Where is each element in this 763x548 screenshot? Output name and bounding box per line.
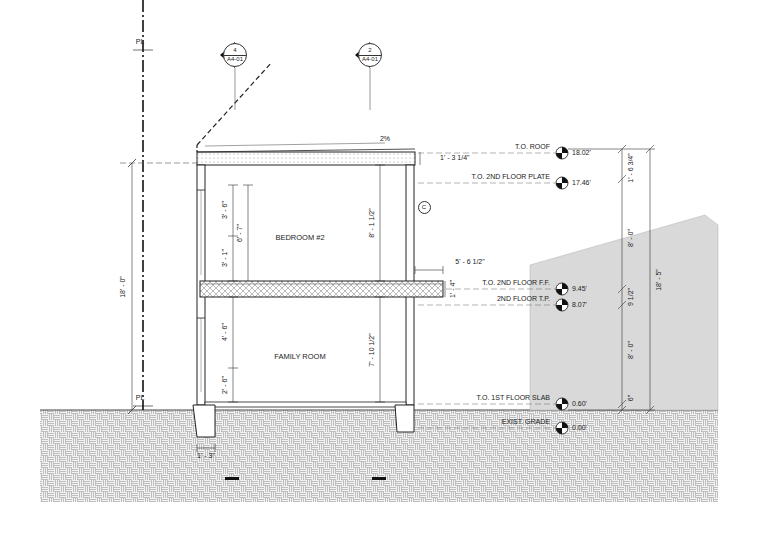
annotation: T.O. ROOF xyxy=(515,143,550,151)
annotation: 1' - 3 1/4" xyxy=(440,154,470,162)
section-marker: 4A4-01 xyxy=(223,43,247,67)
elevation-marker xyxy=(556,398,568,410)
annotation: PL xyxy=(136,38,145,46)
elevation-marker xyxy=(556,177,568,189)
dimension: 3' - 6" xyxy=(221,201,229,219)
marker-text: A4-01 xyxy=(224,56,246,63)
elevation-marker xyxy=(556,147,568,159)
annotation: 1' - 3" xyxy=(197,452,215,460)
annotation: 18.02' xyxy=(572,149,591,157)
dimension: 9 1/2" xyxy=(627,288,635,306)
elevation-marker xyxy=(556,422,568,434)
elevation-marker xyxy=(556,177,568,189)
room-name: FAMILY ROOM xyxy=(274,353,325,361)
dimension: 2' - 6" xyxy=(221,376,229,394)
elevation-marker xyxy=(556,147,568,159)
dimension: 8' - 0" xyxy=(627,341,635,359)
elevation-marker xyxy=(556,398,568,410)
dimension: 1' - 4" xyxy=(449,280,457,298)
marker-text: 4 xyxy=(224,47,246,54)
dimension: 3' - 1" xyxy=(221,249,229,267)
dimension: 8' - 0" xyxy=(627,229,635,247)
section-marker: 2A4-01 xyxy=(358,43,382,67)
annotation: 0.60' xyxy=(572,400,587,408)
marker-text: 2 xyxy=(359,47,381,54)
marker-text: A4-01 xyxy=(359,56,381,63)
dimension: 1' - 6 3/4" xyxy=(627,153,635,183)
annotation: 0.00' xyxy=(572,424,587,432)
annotation: 9.45' xyxy=(572,285,587,293)
elevation-marker xyxy=(556,299,568,311)
annotation: T.O. 2ND FLOOR F.F. xyxy=(482,279,550,287)
annotation: 2ND FLOOR T.P. xyxy=(497,295,550,303)
dimension: 18' - 5" xyxy=(655,269,663,291)
annotation: 8.07' xyxy=(572,301,587,309)
annotation: 5' - 6 1/2" xyxy=(455,258,485,266)
marker-divider xyxy=(359,55,381,56)
annotation: T.O. 2ND FLOOR PLATE xyxy=(472,173,550,181)
elevation-marker xyxy=(556,299,568,311)
annotation: PL xyxy=(136,394,145,402)
dimension: 4' - 6" xyxy=(221,323,229,341)
marker-text: C xyxy=(419,204,430,211)
elevation-marker xyxy=(556,283,568,295)
annotation: 17.46' xyxy=(572,179,591,187)
grid-bubble: C xyxy=(418,201,431,214)
elevation-marker xyxy=(556,283,568,295)
elevation-marker xyxy=(556,422,568,434)
dimension: 6' - 7" xyxy=(236,224,244,242)
marker-divider xyxy=(224,55,246,56)
dimension: 18' - 0" xyxy=(119,276,127,298)
room-name: BEDROOM #2 xyxy=(275,234,324,242)
dimension: 8' - 1 1/2" xyxy=(368,208,376,238)
dimension: 7' - 10 1/2" xyxy=(368,333,376,366)
annotation: EXIST. GRADE xyxy=(502,418,550,426)
dimension: 6" xyxy=(627,395,635,401)
annotation: 2% xyxy=(380,135,390,143)
annotation: T.O. 1ST FLOOR SLAB xyxy=(477,394,550,402)
